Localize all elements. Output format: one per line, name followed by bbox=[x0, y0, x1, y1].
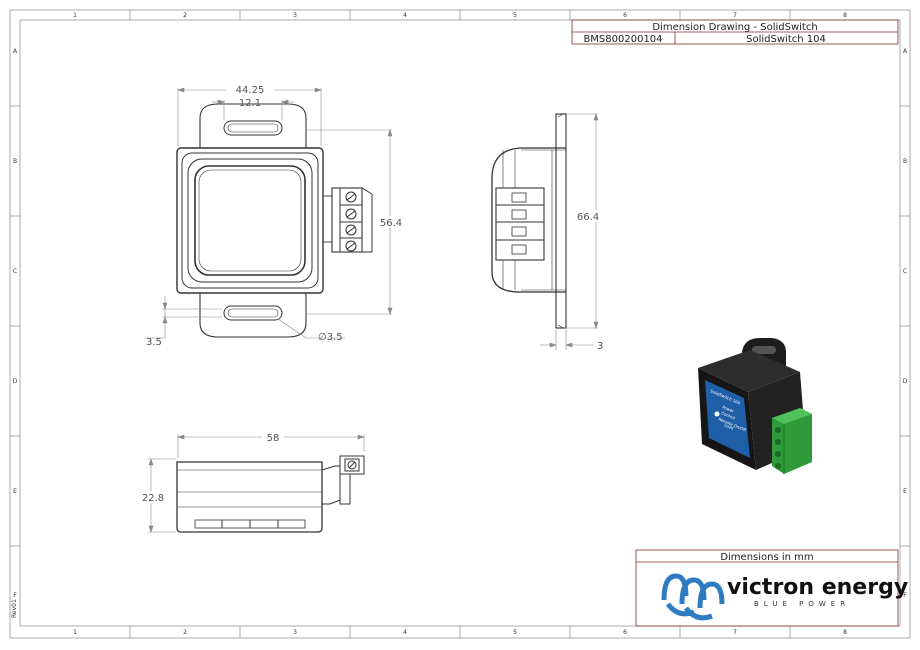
dim-overall-width-bg bbox=[226, 84, 274, 95]
dim-hole-diameter: ∅3.5 bbox=[318, 332, 343, 343]
col-label: 1 bbox=[73, 12, 77, 19]
row-label: E bbox=[903, 488, 907, 495]
dim-total-height-bg bbox=[575, 210, 601, 222]
row-labels-right: A B C D E F bbox=[903, 48, 908, 599]
col-label: 7 bbox=[733, 12, 737, 19]
row-label: F bbox=[13, 592, 17, 599]
device-label-line: Power bbox=[722, 404, 735, 413]
row-label: F bbox=[903, 592, 907, 599]
col-label: 5 bbox=[513, 12, 517, 19]
col-label: 3 bbox=[293, 12, 297, 19]
row-labels-left: A B C D E F bbox=[13, 48, 18, 599]
bottom-view bbox=[176, 455, 365, 533]
product-render: SolidSwitch 104 Power Control Remote On/… bbox=[698, 338, 812, 474]
row-label: D bbox=[13, 378, 18, 385]
dim-flange-thickness: 3 bbox=[597, 341, 603, 352]
dim-bottom-width-bg bbox=[262, 432, 284, 443]
row-label: A bbox=[903, 48, 908, 55]
revision-label: Rev01 bbox=[11, 599, 18, 618]
front-view-dimensions bbox=[145, 87, 393, 339]
units-note: Dimensions in mm bbox=[720, 552, 813, 563]
col-label: 5 bbox=[513, 629, 517, 636]
product-name: SolidSwitch 104 bbox=[746, 34, 826, 45]
row-label: C bbox=[903, 268, 907, 275]
brand-name: victron energy bbox=[727, 575, 908, 600]
col-label: 3 bbox=[293, 629, 297, 636]
dim-body-height-bg bbox=[378, 216, 404, 228]
col-label: 8 bbox=[843, 12, 847, 19]
col-label: 4 bbox=[403, 12, 407, 19]
side-view bbox=[491, 113, 567, 329]
dim-slot-width: 12.1 bbox=[239, 98, 261, 109]
col-label: 2 bbox=[183, 12, 187, 19]
row-label: B bbox=[13, 158, 17, 165]
dim-bottom-depth-bg bbox=[140, 491, 166, 503]
part-number: BMS800200104 bbox=[583, 34, 662, 45]
drawing-title: Dimension Drawing - SolidSwitch bbox=[652, 22, 817, 33]
row-label: A bbox=[13, 48, 18, 55]
dim-bottom-width: 58 bbox=[267, 433, 280, 444]
col-label: 7 bbox=[733, 629, 737, 636]
device-led bbox=[714, 411, 720, 417]
front-view bbox=[176, 103, 373, 338]
row-label: C bbox=[13, 268, 17, 275]
title-block: Dimension Drawing - SolidSwitch BMS80020… bbox=[571, 19, 899, 45]
dim-body-height: 56.4 bbox=[380, 218, 402, 229]
device-label-line: Load bbox=[724, 422, 735, 431]
row-label: E bbox=[13, 488, 17, 495]
dim-slot-offset: 3.5 bbox=[146, 337, 162, 348]
column-labels-bottom: 1 2 3 4 5 6 7 8 bbox=[73, 629, 847, 636]
row-label: B bbox=[903, 158, 907, 165]
dim-bottom-depth: 22.8 bbox=[142, 493, 164, 504]
col-label: 1 bbox=[73, 629, 77, 636]
side-view-dimensions bbox=[540, 113, 599, 350]
device-label-line: Control bbox=[721, 410, 736, 420]
brand-tagline: BLUE POWER bbox=[754, 600, 850, 608]
col-label: 2 bbox=[183, 629, 187, 636]
column-labels-top: 1 2 3 4 5 6 7 8 bbox=[73, 12, 847, 19]
row-label: D bbox=[903, 378, 908, 385]
victron-logo-mark bbox=[661, 573, 725, 621]
logo-block: Dimensions in mm victron energy BLUE POW… bbox=[635, 549, 908, 627]
dim-overall-width: 44.25 bbox=[236, 85, 265, 96]
col-label: 8 bbox=[843, 629, 847, 636]
col-label: 4 bbox=[403, 629, 407, 636]
drawing-frame bbox=[9, 9, 911, 639]
col-label: 6 bbox=[623, 12, 627, 19]
bottom-view-dimensions bbox=[148, 434, 365, 533]
dim-total-height: 66.4 bbox=[577, 212, 599, 223]
col-label: 6 bbox=[623, 629, 627, 636]
